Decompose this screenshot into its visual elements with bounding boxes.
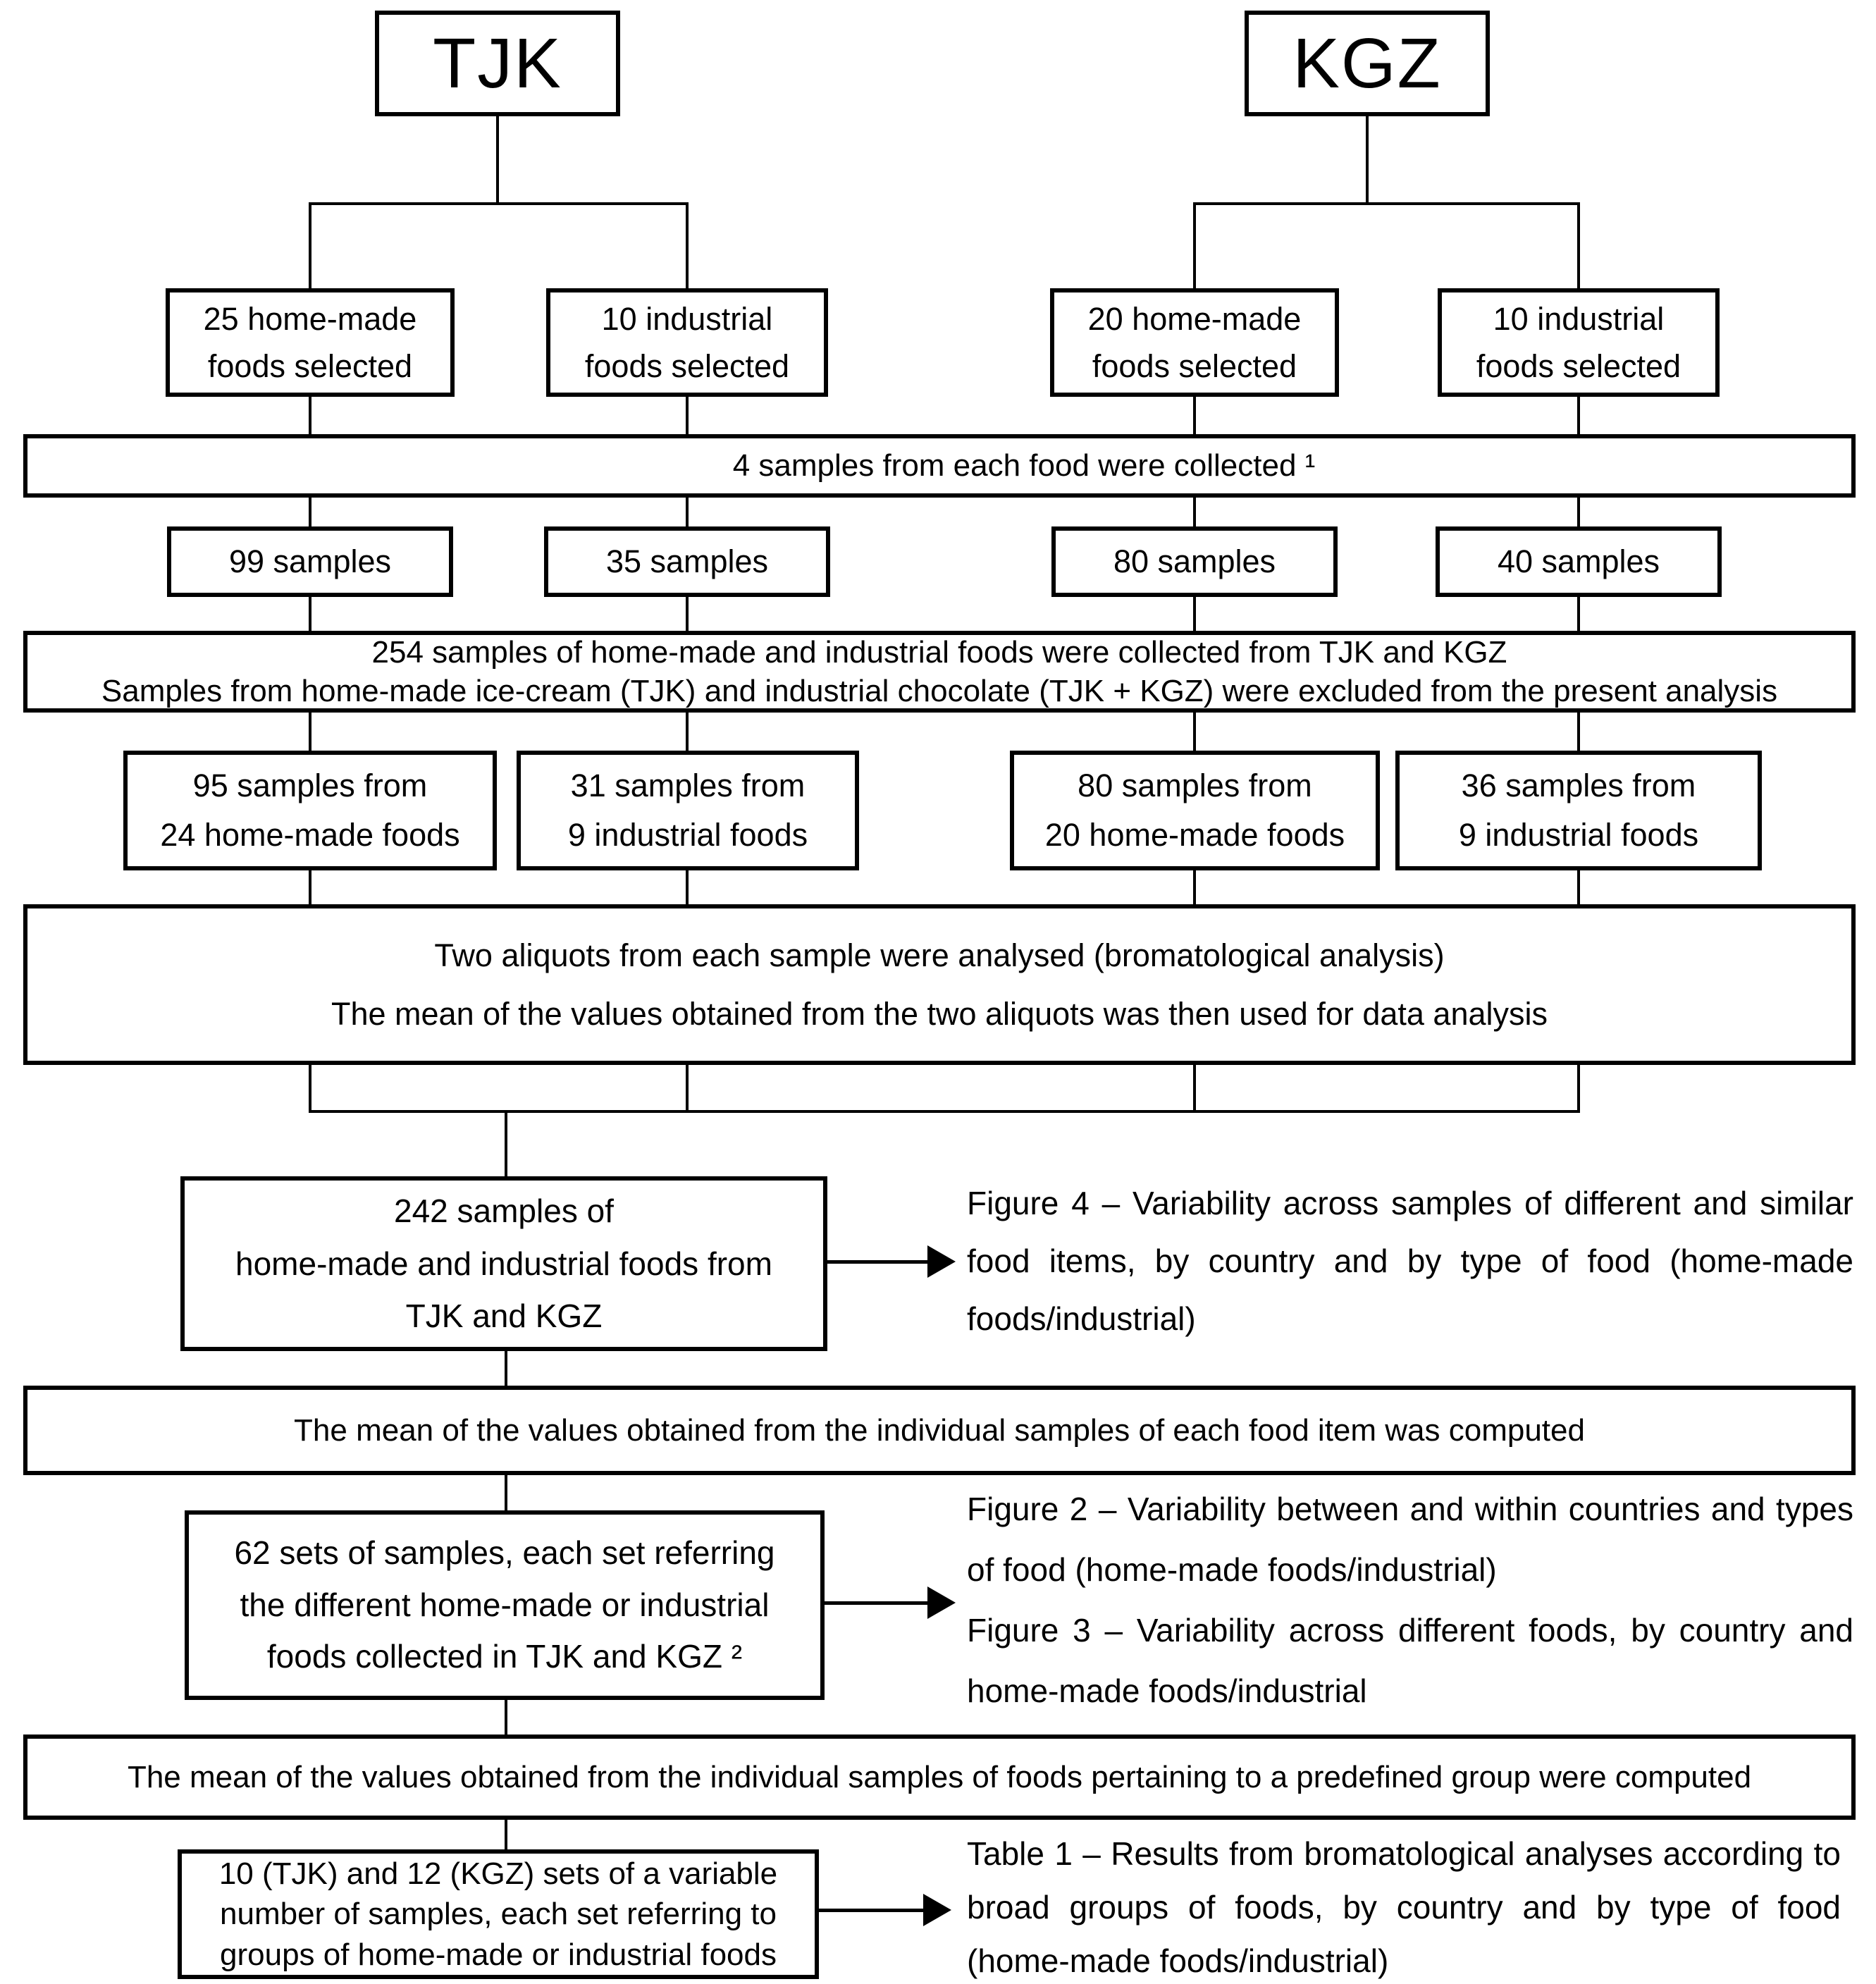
arrow-line [825, 1601, 927, 1605]
connector-line [309, 1110, 1580, 1113]
connector-line [505, 1113, 507, 1176]
connector-line [505, 1475, 507, 1510]
country-box-kgz: KGZ [1245, 11, 1490, 116]
connector-line [686, 713, 689, 751]
connector-line [1577, 397, 1580, 434]
connector-line [1193, 498, 1196, 526]
box-kgz-industrial-samples: 40 samples [1436, 526, 1722, 597]
connector-line [1193, 202, 1196, 288]
connector-line [1193, 397, 1196, 434]
arrow-right-icon [927, 1586, 956, 1619]
box-kgz-homemade-samples: 80 samples [1051, 526, 1338, 597]
box-242-samples: 242 samples of home-made and industrial … [180, 1176, 827, 1351]
box-tjk-industrial-samples: 35 samples [544, 526, 830, 597]
connector-line [686, 498, 689, 526]
connector-line [309, 202, 689, 205]
box-kgz-industrial-selected: 10 industrial foods selected [1438, 288, 1720, 397]
caption-figure-4: Figure 4 – Variability across samples of… [967, 1185, 1853, 1337]
arrow-line [819, 1909, 923, 1912]
box-kgz-homemade-retained: 80 samples from 20 home-made foods [1010, 751, 1380, 870]
band-254-samples: 254 samples of home-made and industrial … [23, 631, 1856, 713]
connector-line [505, 1820, 507, 1849]
band-samples-collected: 4 samples from each food were collected … [23, 434, 1856, 498]
box-kgz-homemade-selected: 20 home-made foods selected [1050, 288, 1339, 397]
connector-line [686, 870, 689, 904]
connector-line [309, 1065, 311, 1111]
arrow-right-icon [923, 1894, 951, 1926]
connector-line [1577, 498, 1580, 526]
box-tjk-industrial-retained: 31 samples from 9 industrial foods [517, 751, 859, 870]
band-aliquots-analysis: Two aliquots from each sample were analy… [23, 904, 1856, 1065]
connector-line [1193, 202, 1580, 205]
band-mean-food-item: The mean of the values obtained from the… [23, 1386, 1856, 1475]
connector-line [1577, 870, 1580, 904]
connector-line [1193, 870, 1196, 904]
box-tjk-homemade-selected: 25 home-made foods selected [166, 288, 455, 397]
connector-line [686, 597, 689, 631]
connector-line [686, 397, 689, 434]
connector-line [686, 1065, 689, 1111]
box-10-12-sets: 10 (TJK) and 12 (KGZ) sets of a variable… [178, 1849, 819, 1979]
box-kgz-industrial-retained: 36 samples from 9 industrial foods [1395, 751, 1762, 870]
connector-line [1193, 597, 1196, 631]
box-tjk-industrial-selected: 10 industrial foods selected [546, 288, 828, 397]
connector-line [1193, 713, 1196, 751]
box-tjk-homemade-samples: 99 samples [167, 526, 453, 597]
connector-line [496, 116, 499, 204]
arrow-right-icon [927, 1245, 956, 1278]
connector-line [1366, 116, 1369, 204]
arrow-line [827, 1260, 927, 1264]
connector-line [309, 498, 311, 526]
connector-line [309, 597, 311, 631]
connector-line [309, 202, 311, 288]
box-tjk-homemade-retained: 95 samples from 24 home-made foods [123, 751, 497, 870]
country-box-tjk: TJK [375, 11, 620, 116]
connector-line [1577, 597, 1580, 631]
connector-line [1577, 202, 1580, 288]
box-62-sets: 62 sets of samples, each set referring t… [185, 1510, 825, 1700]
connector-line [309, 713, 311, 751]
connector-line [1577, 1065, 1580, 1111]
band-mean-food-group: The mean of the values obtained from the… [23, 1735, 1856, 1820]
caption-table-1: Table 1 – Results from bromatological an… [967, 1835, 1841, 1979]
connector-line [686, 202, 689, 288]
connector-line [309, 397, 311, 434]
connector-line [505, 1700, 507, 1735]
caption-figures-2-3: Figure 2 – Variability between and withi… [967, 1491, 1853, 1709]
connector-line [505, 1351, 507, 1386]
connector-line [1193, 1065, 1196, 1111]
connector-line [309, 870, 311, 904]
connector-line [1577, 713, 1580, 751]
